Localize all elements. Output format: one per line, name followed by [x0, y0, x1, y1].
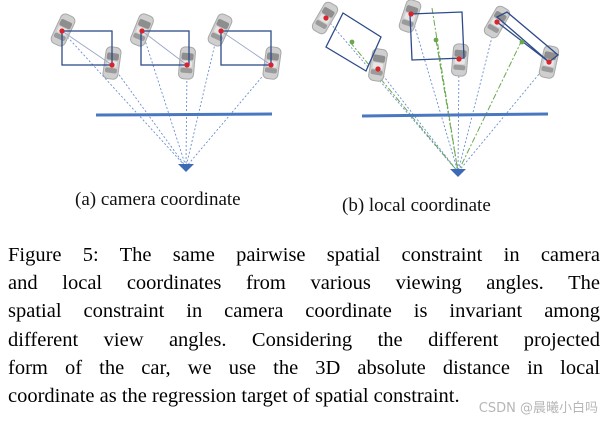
subcaption-b: (b) local coordinate	[342, 195, 491, 216]
caption-line: coordinate as the regression target of s…	[8, 385, 460, 408]
caption-line: different view angles. Considering the d…	[8, 328, 600, 351]
camera-marker	[178, 164, 194, 172]
panel-local-coordinate	[310, 0, 561, 177]
caption-line: form of the car, we use the 3D absolute …	[8, 356, 600, 379]
ground-line	[95, 112, 273, 117]
caption-line: Figure 5: The same pairwise spatial cons…	[8, 244, 600, 266]
figure-diagram	[48, 0, 561, 177]
panel-camera-coordinate	[48, 11, 283, 172]
keypoints	[59, 28, 274, 68]
watermark: CSDN @晨曦小白吗	[478, 401, 598, 416]
local-ground-line	[361, 112, 549, 118]
local-rays	[324, 13, 550, 173]
camera-rays	[61, 30, 273, 168]
caption-line: and local coordinates from various viewi…	[8, 272, 600, 295]
caption-line: spatial constraint in camera coordinate …	[8, 300, 600, 323]
subcaption-a: (a) camera coordinate	[75, 189, 241, 210]
figure-caption: Figure 5: The same pairwise spatial cons…	[8, 241, 600, 410]
constraint-boxes	[61, 30, 272, 66]
car-pair-5	[397, 0, 470, 78]
car-pair-1	[48, 11, 123, 81]
local-keypoints	[323, 11, 552, 72]
local-axes	[349, 7, 523, 173]
local-camera-marker	[450, 169, 466, 177]
